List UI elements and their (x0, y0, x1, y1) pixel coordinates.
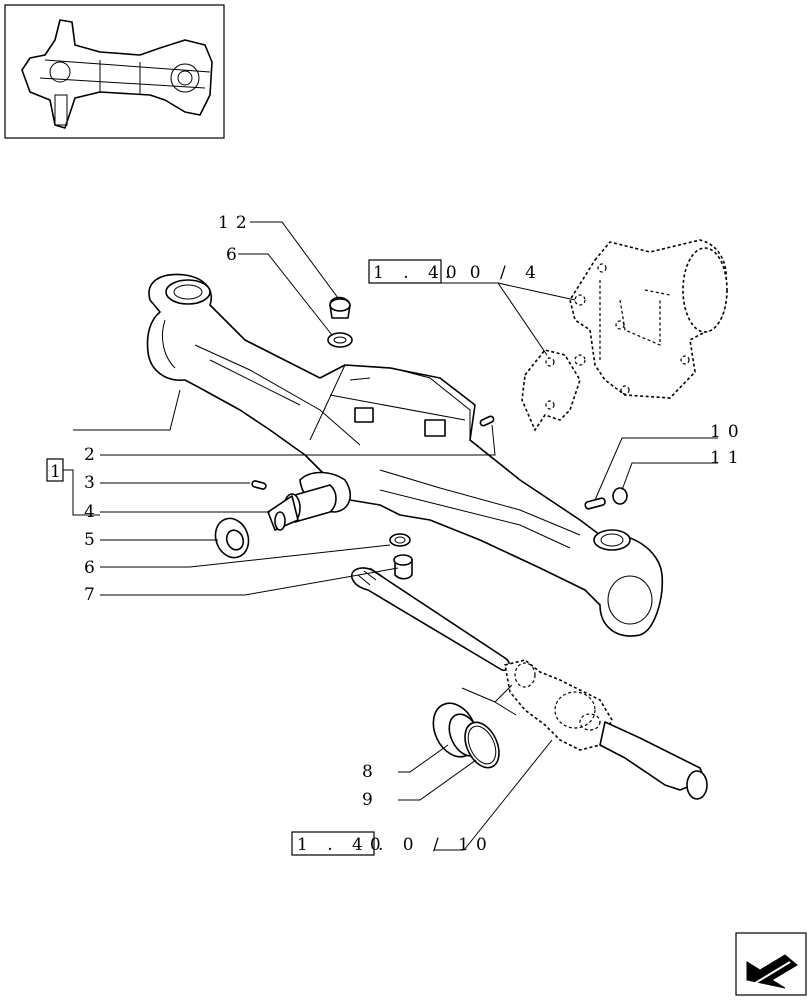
callout-2: 2 (84, 445, 102, 465)
callout-12: 12 (218, 213, 254, 233)
pin-10 (584, 487, 628, 510)
previous-page-arrow-icon[interactable] (735, 932, 807, 996)
reference-box-text: 1 . 40 (297, 835, 388, 855)
callout-1: 1 (50, 462, 68, 482)
callout-7: 7 (84, 585, 102, 605)
reference-1-40-0-10[interactable]: 1 . 40 . 0 / 10 (291, 831, 494, 856)
callout-6-top: 6 (226, 245, 244, 265)
plug-7 (389, 533, 413, 580)
differential-carrier-reference (521, 239, 728, 432)
callout-3: 3 (84, 473, 102, 493)
seal-5 (214, 517, 250, 559)
callout-11: 11 (710, 448, 746, 468)
reference-tail-text: . 0 / 4 (445, 263, 543, 283)
leader-lines (62, 221, 718, 851)
assembly-thumbnail-icon[interactable] (4, 4, 225, 139)
reference-box-text: 1 . 40 (373, 263, 464, 283)
reference-tail-text: . 0 / 10 (378, 835, 494, 855)
reference-1-40-0-4[interactable]: 1 . 40 . 0 / 4 (368, 259, 543, 284)
callout-1-box (46, 458, 64, 482)
callout-8: 8 (362, 762, 380, 782)
callout-9: 9 (362, 790, 380, 810)
ring-9 (464, 721, 500, 769)
callout-4: 4 (84, 502, 102, 522)
pin-3 (251, 415, 495, 490)
drive-shaft (350, 567, 708, 800)
callout-10: 10 (710, 422, 746, 442)
plug-12 (327, 296, 353, 348)
callouts: 12 6 1 2 3 4 5 6 7 10 11 8 9 (46, 213, 746, 810)
callout-5: 5 (84, 530, 102, 550)
callout-6: 6 (84, 558, 102, 578)
